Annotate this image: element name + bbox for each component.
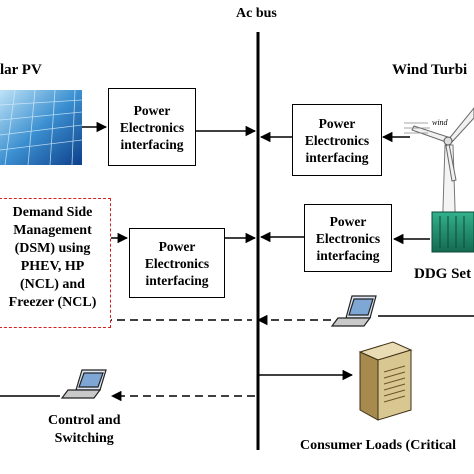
pe-box-line3: interfacing: [305, 149, 369, 165]
dsm-line-1: Demand Side: [12, 205, 93, 220]
laptop-icon-control: [60, 369, 107, 399]
pe-box-line2: Electronics: [315, 230, 381, 246]
wind-tag: wind: [432, 118, 448, 127]
pe-box-line3: interfacing: [120, 136, 184, 152]
pe-box-ddg: Power Electronics interfacing: [304, 204, 392, 272]
consumer-loads-label: Consumer Loads (Critical: [300, 438, 457, 453]
dsm-line-4: PHEV, HP: [20, 259, 85, 274]
dsm-line-5: (NCL) and: [20, 277, 85, 292]
dsm-line-6: Freezer (NCL): [8, 295, 97, 310]
server-icon: [358, 341, 413, 421]
solar-panel-icon: [0, 89, 83, 166]
pe-box-solar: Power Electronics interfacing: [108, 88, 196, 166]
dsm-line-2: Management: [13, 223, 92, 238]
control-switching-label: Control and Switching: [48, 412, 120, 448]
pe-box-line1: Power: [329, 213, 367, 229]
ac-bus-label: Ac bus: [236, 6, 277, 21]
pe-box-line1: Power: [158, 238, 196, 254]
solar-pv-label: lar PV: [0, 62, 42, 78]
laptop-icon-upper: [330, 295, 377, 327]
pe-box-line2: Electronics: [119, 119, 185, 135]
dsm-line-3: (DSM) using: [14, 241, 91, 256]
pe-box-line1: Power: [133, 102, 171, 118]
pe-box-line3: interfacing: [316, 247, 380, 263]
pe-box-line3: interfacing: [145, 272, 209, 288]
pe-box-line2: Electronics: [304, 132, 370, 148]
pe-box-line2: Electronics: [144, 255, 210, 271]
pe-box-line1: Power: [318, 115, 356, 131]
pe-box-dsm: Power Electronics interfacing: [129, 228, 225, 298]
wind-turbine-label: Wind Turbi: [392, 62, 468, 78]
control-line-2: Switching: [54, 431, 114, 446]
pe-box-wind: Power Electronics interfacing: [292, 104, 382, 176]
control-line-1: Control and: [48, 413, 121, 428]
dsm-box: Demand Side Management (DSM) using PHEV,…: [0, 198, 111, 328]
ddg-label: DDG Set: [414, 266, 472, 282]
ddg-generator-icon: [431, 211, 474, 253]
